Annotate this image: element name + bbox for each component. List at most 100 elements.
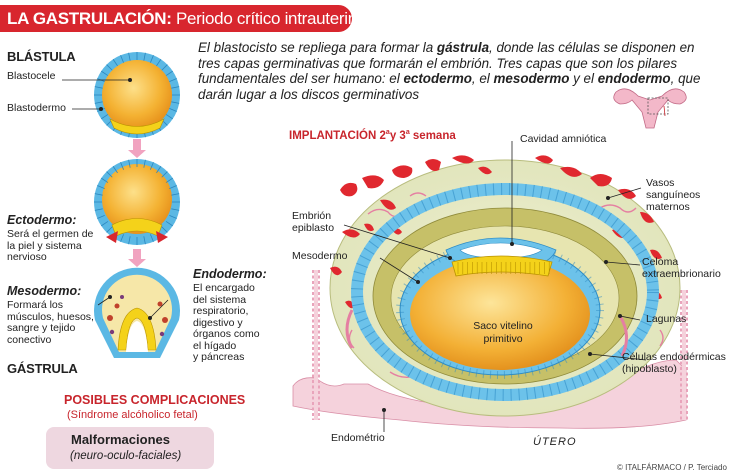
mesodermo-line: Formará los bbox=[7, 299, 64, 311]
endodermo-line: órganos como bbox=[193, 328, 260, 340]
arrow-down-icon bbox=[128, 139, 146, 158]
uterus-icon bbox=[613, 88, 687, 129]
mesodermo-heading: Mesodermo: bbox=[7, 284, 82, 298]
implantation-title-c: semana bbox=[409, 129, 456, 142]
ectodermo-line: Será el germen de bbox=[7, 228, 94, 240]
ectodermo-line: la piel y sistema bbox=[7, 239, 82, 252]
cell-divider bbox=[101, 70, 109, 76]
intro-text: El blastocisto se repliega para formar l… bbox=[198, 40, 437, 55]
page-title: LA GASTRULACIÓN: Periodo crítico intraut… bbox=[7, 9, 366, 29]
cell-divider bbox=[143, 52, 146, 61]
cell-divider bbox=[101, 177, 109, 183]
ectodermo-heading: Ectodermo: bbox=[7, 213, 77, 227]
celulas-endodermicas-label: Células endodérmicas (hipoblasto) bbox=[622, 351, 726, 375]
vasos-line: Vasos bbox=[646, 177, 675, 189]
cell-divider bbox=[143, 159, 146, 168]
arrow-icon bbox=[106, 231, 118, 243]
mesodermo-line: conectivo bbox=[7, 333, 52, 346]
saco-line: primitivo bbox=[483, 332, 523, 345]
intro-text: y el bbox=[569, 71, 598, 86]
implantation-sup: a bbox=[385, 129, 390, 136]
cell-divider bbox=[156, 59, 162, 67]
embrion-epiblasto-label: Embrión epiblasto bbox=[292, 210, 334, 234]
cell-divider bbox=[150, 234, 154, 242]
implantation-title-a: IMPLANTACIÓN 2 bbox=[289, 129, 386, 142]
title-rest: Periodo crítico intrauterino bbox=[171, 9, 367, 28]
endodermo-line: y páncreas bbox=[193, 351, 245, 363]
invagination-sphere bbox=[94, 159, 180, 245]
malformaciones-title: Malformaciones bbox=[71, 432, 170, 447]
celulas-line: (hipoblasto) bbox=[622, 363, 677, 375]
cell-divider bbox=[156, 166, 162, 174]
cell-divider bbox=[97, 215, 105, 219]
endometrio-label: Endométrio bbox=[331, 432, 385, 444]
intro-text: , donde las células se disponen en tres … bbox=[198, 40, 695, 86]
malformaciones-box bbox=[46, 427, 214, 469]
intro-text: , que darán lugar a los discos germinati… bbox=[198, 71, 701, 102]
intro-keyword: endodermo bbox=[597, 71, 671, 86]
cell-divider bbox=[169, 215, 177, 219]
endodermo-line: el hígado bbox=[193, 339, 237, 352]
cell-divider bbox=[120, 162, 124, 170]
saco-line: Saco vitelino bbox=[473, 320, 533, 332]
cell-divider bbox=[165, 177, 173, 183]
intro-paragraph: El blastocisto se repliega para formar l… bbox=[198, 40, 718, 102]
intro-keyword: ectodermo bbox=[403, 71, 472, 86]
vasos-sanguineos-label: Vasos sanguíneos maternos bbox=[646, 177, 700, 213]
vasos-line: maternos bbox=[646, 201, 690, 213]
implantation-title-b: y 3 bbox=[389, 129, 406, 142]
credit: © ITALFÁRMACO / P. Terciado bbox=[617, 463, 727, 472]
embrion-line: Embrión bbox=[292, 210, 332, 222]
mesodermo-description: Formará los músculos, huesos, sangre y t… bbox=[7, 299, 94, 346]
cell-divider bbox=[128, 236, 131, 245]
cell-divider bbox=[94, 86, 103, 89]
title-banner bbox=[0, 5, 352, 32]
cell-divider bbox=[120, 55, 124, 63]
cell-divider bbox=[161, 226, 168, 233]
endodermo-description: El encargado del sistema respiratorio, d… bbox=[193, 282, 260, 364]
ectodermo-line: nervioso bbox=[7, 251, 47, 263]
intro-keyword: gástrula bbox=[436, 40, 490, 55]
cell-divider bbox=[94, 101, 103, 104]
endodermo-heading: Endodermo: bbox=[193, 267, 267, 281]
cavidad-amniotica-label: Cavidad amniótica bbox=[520, 133, 607, 145]
blastodermo-label: Blastodermo bbox=[7, 102, 66, 114]
cell-divider bbox=[161, 171, 168, 178]
cell-divider bbox=[171, 86, 180, 89]
cell-divider bbox=[101, 221, 109, 227]
mesodermo-line: sangre y tejido bbox=[7, 322, 76, 334]
cell-divider bbox=[169, 108, 177, 112]
cell-divider bbox=[94, 193, 103, 196]
lagunas-label: Lagunas bbox=[646, 313, 687, 325]
cell-divider bbox=[101, 114, 109, 120]
implantation-sup: a bbox=[405, 129, 410, 136]
cell-divider bbox=[120, 234, 124, 242]
cell-divider bbox=[112, 166, 118, 174]
embrion-line: epiblasto bbox=[292, 222, 335, 234]
cell-divider bbox=[171, 193, 180, 196]
endodermo-line: digestivo y bbox=[193, 316, 243, 329]
celulas-line: Células endodérmicas bbox=[622, 351, 726, 363]
title-bold: LA GASTRULACIÓN: bbox=[7, 9, 172, 28]
cell-divider bbox=[165, 70, 173, 76]
cell-divider bbox=[161, 64, 168, 71]
cell-divider bbox=[150, 55, 154, 63]
gastrula-sphere bbox=[94, 267, 180, 358]
malformaciones-subtitle: (neuro-oculo-faciales) bbox=[70, 450, 182, 462]
celoma-label: Celoma extraembrionario bbox=[642, 256, 721, 280]
cell-divider bbox=[128, 52, 131, 61]
cell-divider bbox=[171, 101, 180, 104]
endodermo-line: respiratorio, bbox=[193, 305, 249, 317]
cell-divider bbox=[150, 162, 154, 170]
implantation-title: IMPLANTACIÓN 2ay 3a semana bbox=[289, 129, 456, 142]
cell-divider bbox=[94, 208, 103, 211]
vasos-line: sanguíneos bbox=[646, 189, 701, 201]
cell-divider bbox=[106, 64, 113, 71]
blastula-sphere bbox=[94, 52, 180, 138]
blastocele-label: Blastocele bbox=[7, 70, 56, 82]
intro-text: , el bbox=[471, 71, 494, 86]
ectodermo-description: Será el germen de la piel y sistema nerv… bbox=[7, 228, 94, 264]
endodermo-line: del sistema bbox=[193, 293, 247, 306]
arrow-down-icon bbox=[128, 249, 146, 267]
